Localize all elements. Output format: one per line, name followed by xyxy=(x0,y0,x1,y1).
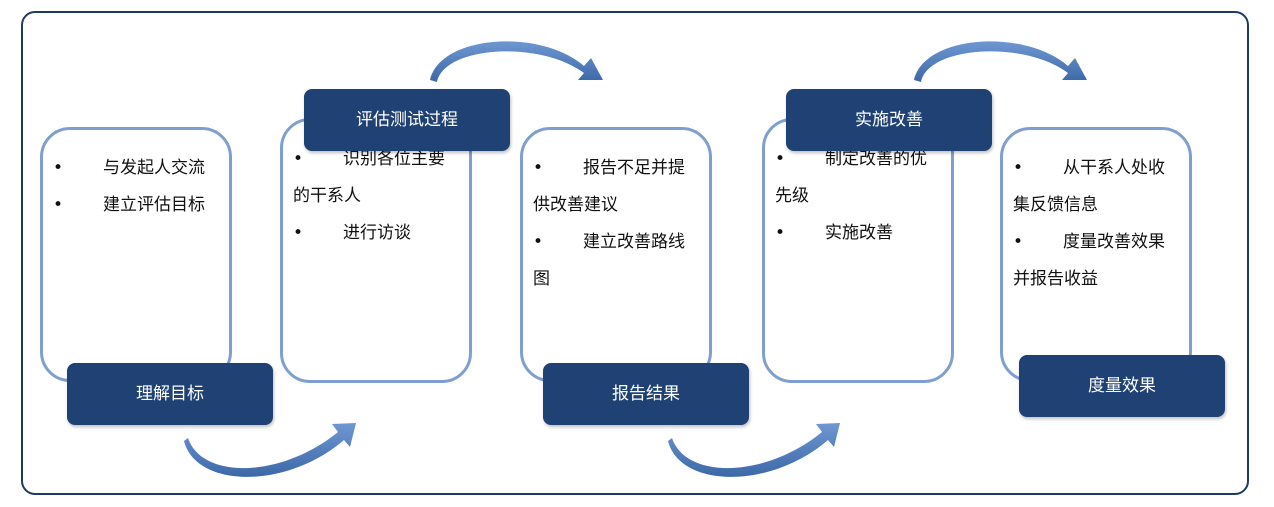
bullet-dot: • xyxy=(775,223,786,243)
top-arrow-2-icon xyxy=(914,41,1087,82)
step-2-bullets: •识别各位主要的干系人 •进行访谈 xyxy=(293,141,455,252)
step-label-5: 度量效果 xyxy=(1019,355,1225,417)
step-3-bullet-1: •报告不足并提供改善建议 xyxy=(533,150,695,224)
diagram-frame xyxy=(21,11,1249,495)
step-card-5: •从干系人处收集反馈信息 •度量改善效果并报告收益 xyxy=(1000,127,1192,382)
step-label-3: 报告结果 xyxy=(543,363,749,425)
bullet-dot: • xyxy=(533,158,544,178)
bullet-dot: • xyxy=(1013,158,1024,178)
bullet-dot: • xyxy=(53,158,64,178)
step-label-4: 实施改善 xyxy=(786,89,992,151)
bullet-dot: • xyxy=(293,149,304,169)
step-1-bullet-1: •与发起人交流 xyxy=(53,150,215,187)
bullet-dot: • xyxy=(775,149,786,169)
step-1-bullet-2: •建立评估目标 xyxy=(53,187,215,224)
bullet-dot: • xyxy=(293,223,304,243)
step-2-bullet-1: •识别各位主要的干系人 xyxy=(293,141,455,215)
bottom-arrow-2-icon xyxy=(668,423,840,477)
bottom-arrow-1-icon xyxy=(184,423,356,477)
bullet-dot: • xyxy=(53,195,64,215)
step-5-bullet-1: •从干系人处收集反馈信息 xyxy=(1013,150,1175,224)
step-4-bullet-1: •制定改善的优先级 xyxy=(775,141,937,215)
step-card-4: •制定改善的优先级 •实施改善 xyxy=(762,118,954,383)
step-5-bullet-2: •度量改善效果并报告收益 xyxy=(1013,224,1175,298)
step-label-2: 评估测试过程 xyxy=(304,89,510,151)
step-5-bullets: •从干系人处收集反馈信息 •度量改善效果并报告收益 xyxy=(1013,150,1175,298)
step-3-bullet-2: •建立改善路线图 xyxy=(533,224,695,298)
step-4-bullet-2: •实施改善 xyxy=(775,215,937,252)
step-4-bullets: •制定改善的优先级 •实施改善 xyxy=(775,141,937,252)
bullet-dot: • xyxy=(533,232,544,252)
step-card-1: •与发起人交流 •建立评估目标 xyxy=(40,127,232,382)
step-card-3: •报告不足并提供改善建议 •建立改善路线图 xyxy=(520,127,712,382)
step-2-bullet-2: •进行访谈 xyxy=(293,215,455,252)
bullet-dot: • xyxy=(1013,232,1024,252)
step-card-2: •识别各位主要的干系人 •进行访谈 xyxy=(280,118,472,383)
step-3-bullets: •报告不足并提供改善建议 •建立改善路线图 xyxy=(533,150,695,298)
step-1-bullets: •与发起人交流 •建立评估目标 xyxy=(53,150,215,224)
step-label-1: 理解目标 xyxy=(67,363,273,425)
top-arrow-1-icon xyxy=(430,41,603,82)
